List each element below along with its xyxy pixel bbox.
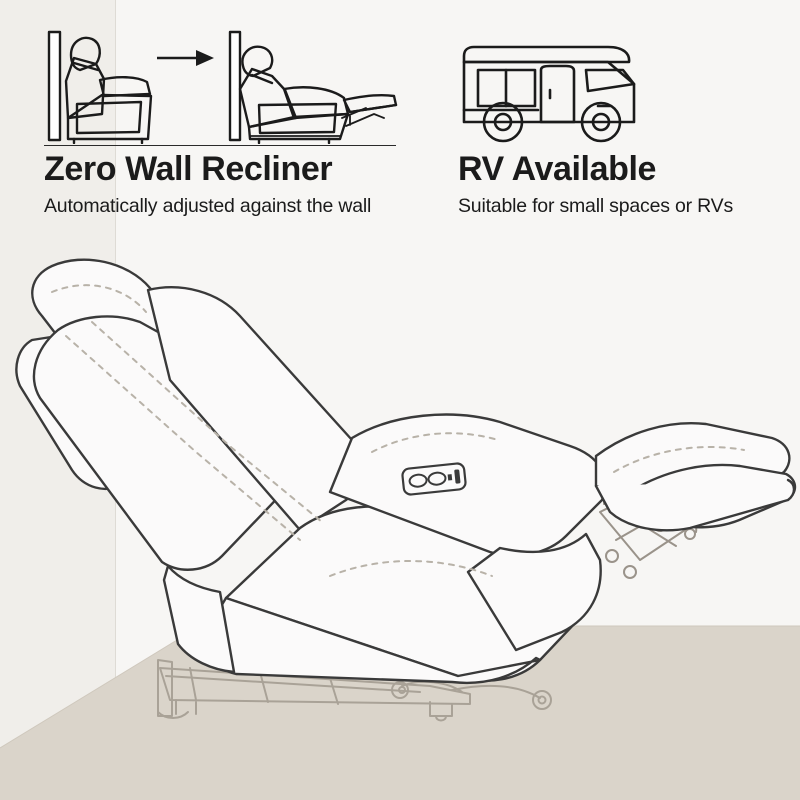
feature-rv-available: RV Available Suitable for small spaces o… <box>458 0 788 217</box>
seat-side-panel <box>162 564 236 674</box>
oval-button-headrest <box>427 471 447 486</box>
feature-divider-rule <box>44 145 396 146</box>
feature-subtitle: Automatically adjusted against the wall <box>44 195 372 217</box>
backrest <box>32 315 317 571</box>
stitching <box>51 284 745 577</box>
upholstery <box>15 258 797 684</box>
feature-zero-wall-recliner: Zero Wall Recliner Automatically adjuste… <box>44 0 440 217</box>
feature-strip: Zero Wall Recliner Automatically adjuste… <box>0 0 800 232</box>
feature-title: RV Available <box>458 150 657 188</box>
led-indicator <box>447 474 453 481</box>
rv-icon <box>458 26 788 144</box>
feature-title: Zero Wall Recliner <box>44 150 333 188</box>
recliner-wall-transition-icon <box>44 26 440 144</box>
base-frame <box>157 659 552 722</box>
oval-button-recline <box>408 473 428 488</box>
usb-port <box>454 469 461 484</box>
feature-subtitle: Suitable for small spaces or RVs <box>458 195 734 217</box>
armrest-front-roll <box>466 532 602 652</box>
footrest-edge <box>594 478 796 532</box>
arrow-right-icon <box>157 50 214 66</box>
control-panel[interactable] <box>401 462 467 496</box>
